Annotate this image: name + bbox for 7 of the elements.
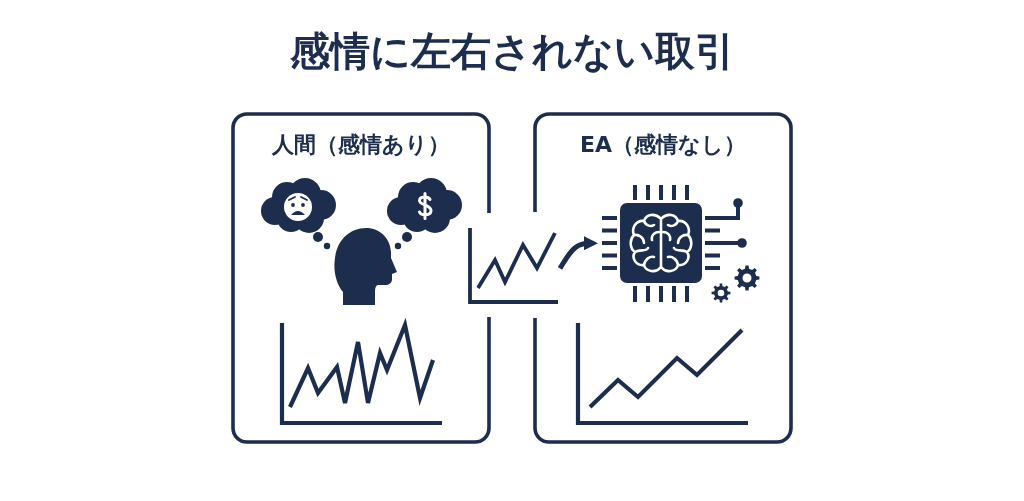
curved-arrow [557,236,598,270]
line-chart-illustration [466,226,560,306]
title: 感情に左右されない取引 [289,27,735,76]
panel [533,112,793,444]
panel [231,112,491,444]
panel-heading: 人間（感情あり） [272,131,450,159]
panel-heading: EA（感情なし） [579,131,747,159]
